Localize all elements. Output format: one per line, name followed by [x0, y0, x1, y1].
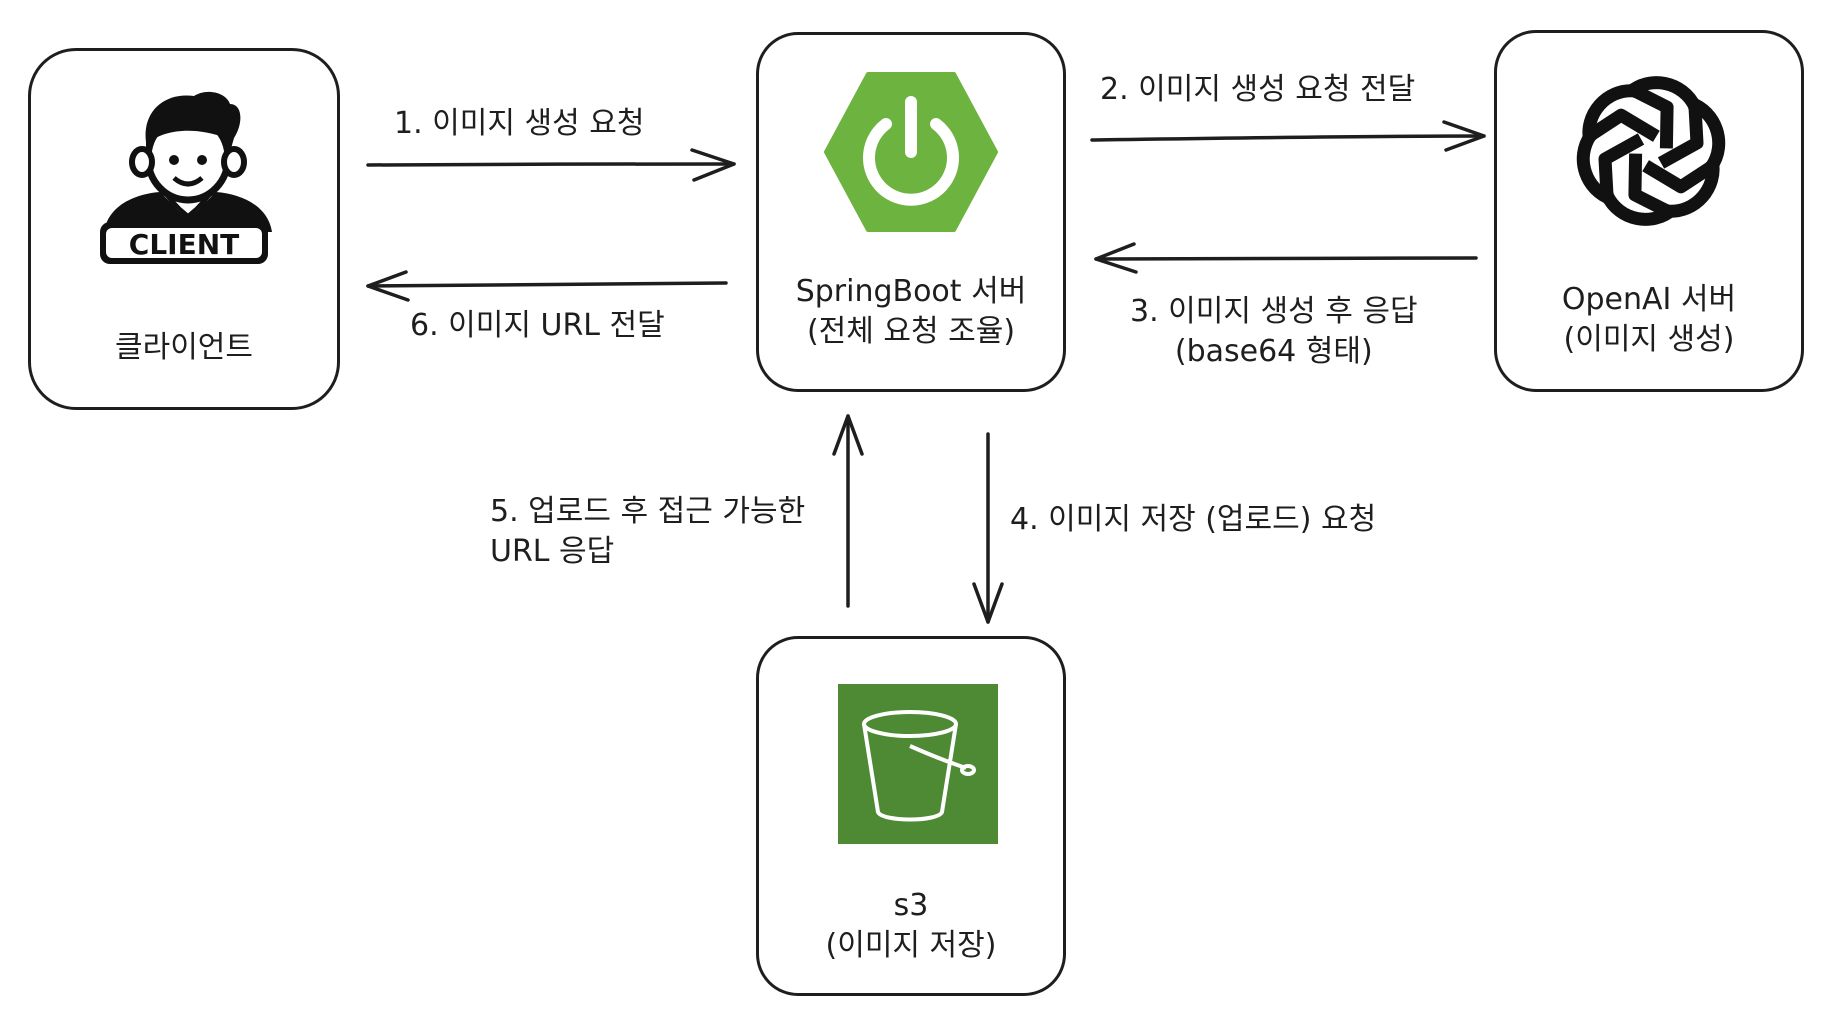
edge-label-4: 4. 이미지 저장 (업로드) 요청 [1010, 502, 1377, 537]
openai-label: OpenAI 서버 (이미지 생성) [1561, 282, 1737, 357]
edge-label-6: 6. 이미지 URL 전달 [410, 308, 665, 343]
springboot-label: SpringBoot 서버 (전체 요청 조율) [795, 274, 1027, 349]
s3-label: s3 (이미지 저장) [825, 888, 997, 963]
client-icon-text: CLIENT [129, 228, 239, 261]
edge-arrow-3 [1094, 242, 1478, 274]
edge-arrow-2 [1090, 120, 1486, 152]
spring-boot-power-icon [824, 72, 998, 232]
edge-label-3: 3. 이미지 생성 후 응답 (base64 형태) [1130, 294, 1418, 369]
openai-logo-icon [1576, 76, 1726, 226]
edge-label-1: 1. 이미지 생성 요청 [394, 106, 645, 141]
client-label: 클라이언트 [115, 330, 253, 365]
s3-bucket-icon [838, 684, 998, 844]
edge-arrow-5 [832, 414, 864, 608]
edge-label-2: 2. 이미지 생성 요청 전달 [1100, 72, 1416, 107]
openai-node [1494, 30, 1804, 392]
edge-label-5: 5. 업로드 후 접근 가능한 URL 응답 [490, 494, 806, 569]
edge-arrow-4 [972, 432, 1004, 624]
edge-arrow-6 [366, 270, 728, 302]
client-person-icon: CLIENT [100, 91, 272, 264]
edge-arrow-1 [366, 148, 736, 182]
